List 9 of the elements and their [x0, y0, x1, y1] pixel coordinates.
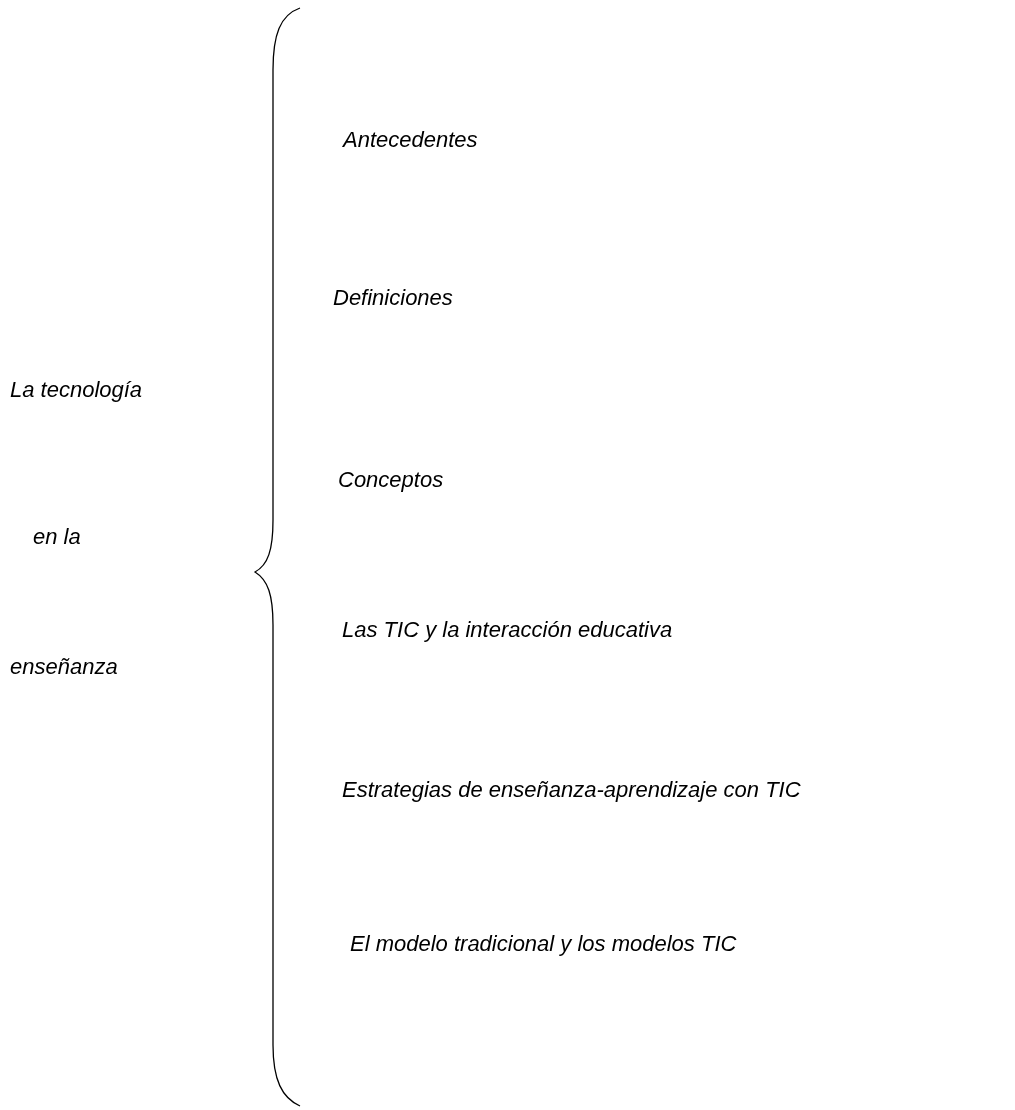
topic-text: enseñanza	[10, 654, 118, 680]
subtopic-text: Las TIC y la interacción educativa	[342, 617, 673, 643]
subtopic-text: El modelo tradicional y los modelos TIC	[350, 931, 737, 957]
subtopic-text: Estrategias de enseñanza-aprendizaje con TIC	[342, 777, 801, 803]
topic-text: en la	[33, 524, 81, 550]
topic-text: La tecnología	[10, 377, 143, 403]
subtopic-text: Conceptos	[338, 467, 444, 493]
subtopic-text: Antecedentes	[343, 127, 478, 153]
subtopic-text: Definiciones	[333, 285, 453, 311]
